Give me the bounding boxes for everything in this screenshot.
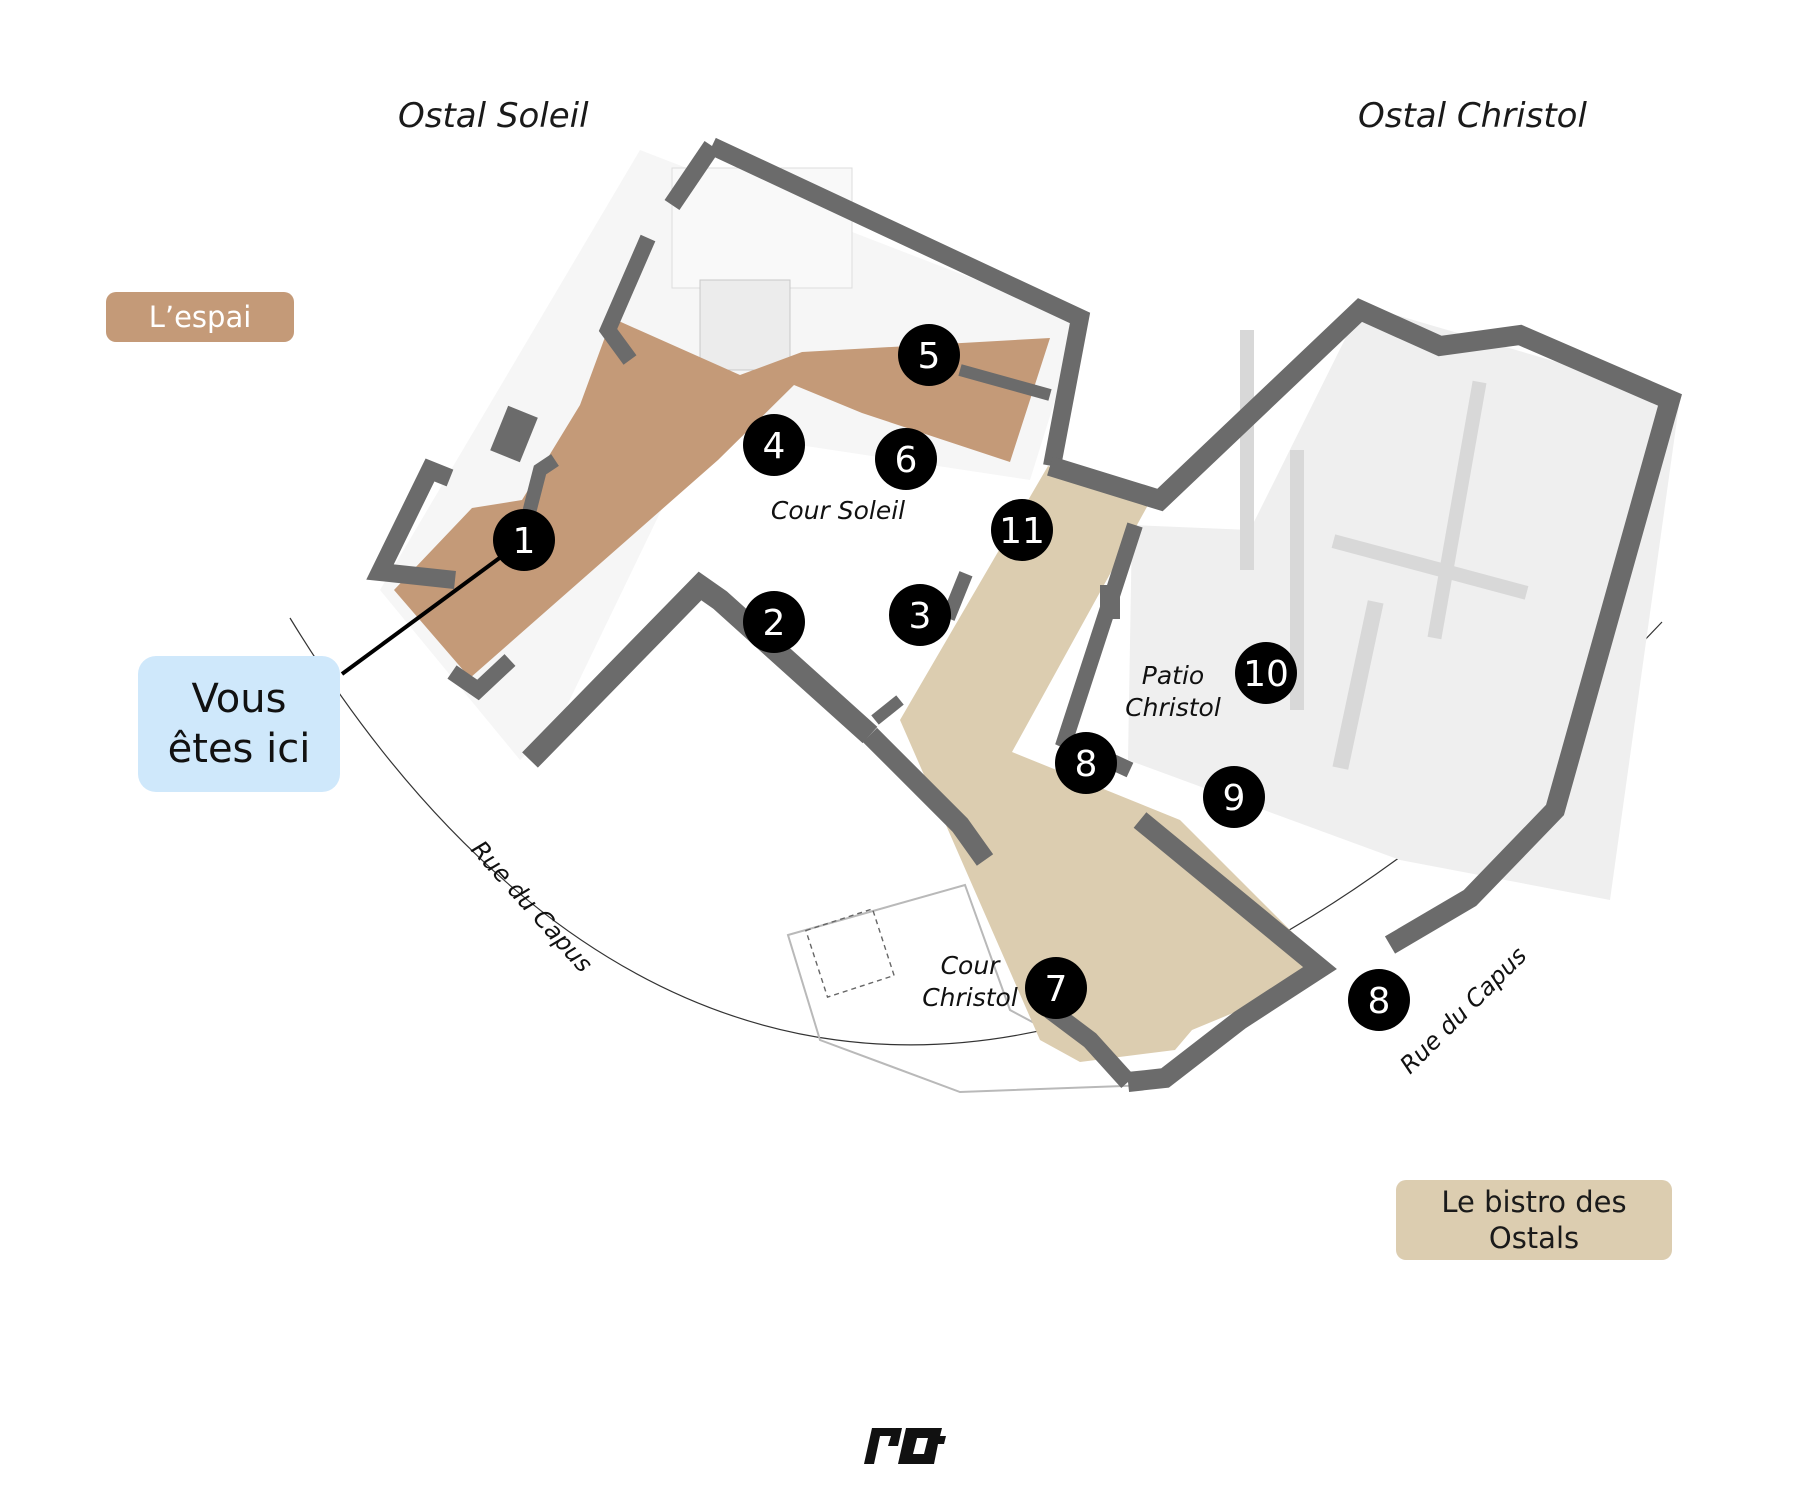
marker-1[interactable]: 1 (493, 509, 555, 571)
legend-espai: L’espai (106, 292, 294, 342)
svg-text:8: 8 (1368, 981, 1391, 1022)
svg-text:7: 7 (1045, 969, 1068, 1010)
marker-8-street[interactable]: 8 (1348, 969, 1410, 1031)
svg-text:10: 10 (1243, 654, 1289, 695)
svg-text:2: 2 (763, 603, 786, 644)
bistro-area (900, 466, 1332, 1062)
svg-text:9: 9 (1223, 778, 1246, 819)
svg-text:1: 1 (513, 521, 536, 562)
label-cour-christol-1: Cour (941, 951, 1002, 980)
street-curve (289, 617, 1663, 1046)
stair-block (490, 405, 538, 463)
marker-4[interactable]: 4 (743, 414, 805, 476)
marker-2[interactable]: 2 (743, 591, 805, 653)
you-are-here-line1: Vous (191, 676, 287, 722)
you-are-here-pointer (340, 538, 526, 676)
building-title-ostal-christol: Ostal Christol (1358, 96, 1587, 136)
you-are-here-line2: êtes ici (167, 726, 311, 772)
svg-text:6: 6 (895, 440, 918, 481)
label-cour-soleil: Cour Soleil (771, 496, 905, 525)
cour-christol-square (805, 908, 895, 998)
svg-text:8: 8 (1075, 744, 1098, 785)
label-cour-christol-2: Christol (922, 983, 1018, 1012)
legend-bistro-line2: Ostals (1488, 1221, 1580, 1255)
marker-3[interactable]: 3 (889, 584, 951, 646)
brand-logo-icon (864, 1428, 946, 1464)
wall-stub-2 (1100, 585, 1120, 619)
legend-bistro-line1: Le bistro des (1441, 1185, 1627, 1219)
marker-7[interactable]: 7 (1025, 957, 1087, 1019)
building-title-ostal-soleil: Ostal Soleil (398, 96, 589, 136)
marker-6[interactable]: 6 (875, 428, 937, 490)
svg-text:11: 11 (999, 511, 1045, 552)
you-are-here-box: Vous êtes ici (138, 656, 340, 792)
label-patio-christol-2: Christol (1125, 693, 1221, 722)
marker-9[interactable]: 9 (1203, 766, 1265, 828)
marker-8-patio[interactable]: 8 (1055, 732, 1117, 794)
street-label-left: Rue du Capus (466, 835, 598, 978)
svg-text:5: 5 (918, 336, 941, 377)
marker-10[interactable]: 10 (1235, 642, 1297, 704)
label-patio-christol-1: Patio (1142, 661, 1204, 690)
street-label-right: Rue du Capus (1394, 942, 1532, 1080)
marker-5[interactable]: 5 (898, 324, 960, 386)
svg-text:4: 4 (763, 426, 786, 467)
espai-area-main (394, 318, 1050, 678)
legend-bistro: Le bistro des Ostals (1396, 1180, 1672, 1260)
svg-text:3: 3 (909, 596, 932, 637)
legend-espai-label: L’espai (148, 300, 252, 334)
ostal-christol-floor (1128, 305, 1680, 900)
marker-11[interactable]: 11 (991, 499, 1053, 561)
